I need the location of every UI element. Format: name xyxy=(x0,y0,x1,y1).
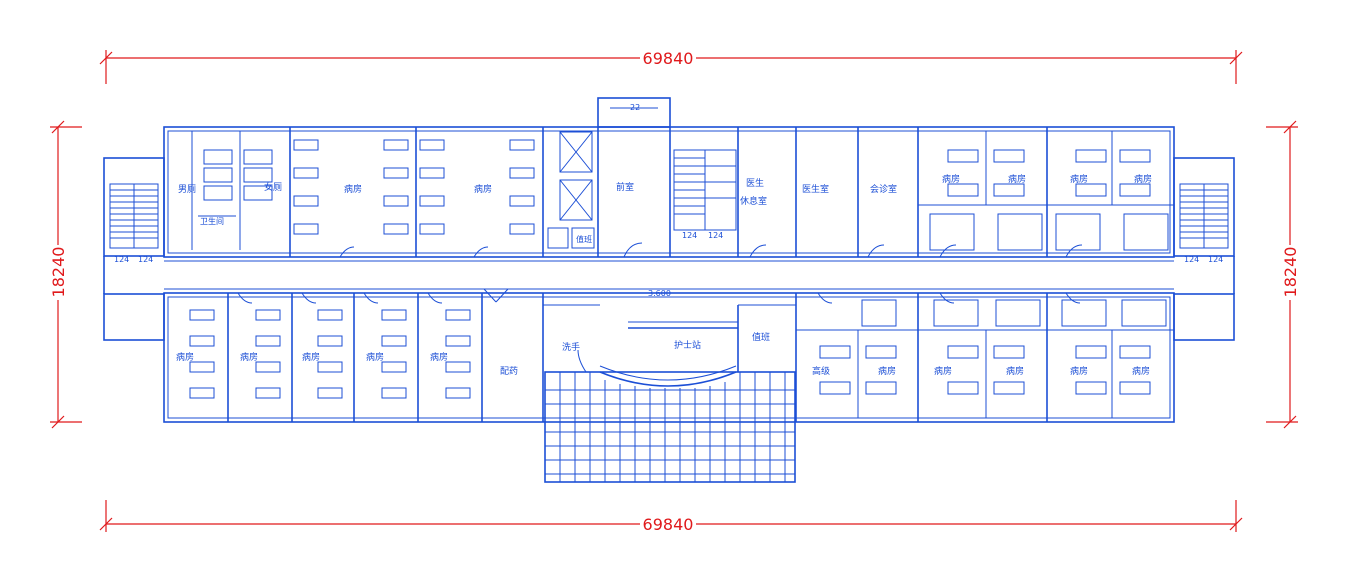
dimension-right: 18240 xyxy=(1266,120,1300,429)
room-label-ward-n4: 病房 xyxy=(1008,173,1026,185)
elevation-label: 3.600 xyxy=(648,289,671,298)
room-label-consult-room: 会诊室 xyxy=(870,183,897,195)
dimension-left: 18240 xyxy=(49,120,82,429)
beds-south-right xyxy=(819,345,1151,395)
stair-center-code-2: 124 xyxy=(708,231,723,240)
room-label-duty-tag: 值班 xyxy=(576,234,592,244)
room-label-doctor-rest-2: 休息室 xyxy=(740,195,767,207)
room-label-ward-s8: 病房 xyxy=(1006,365,1024,377)
north-partitions xyxy=(191,127,1174,257)
exterior-walls xyxy=(103,97,1235,423)
dimension-top-label: 69840 xyxy=(643,49,694,68)
elevators xyxy=(547,131,595,249)
stair-east-code-2: 124 xyxy=(1208,255,1223,264)
room-label-ward-s2: 病房 xyxy=(240,351,258,363)
stair-west-code-1: 124 xyxy=(114,255,129,264)
room-label-ward-s4: 病房 xyxy=(366,351,384,363)
room-label-ward-n3: 病房 xyxy=(942,173,960,185)
room-label-ward-n5: 病房 xyxy=(1070,173,1088,185)
room-label-ward-n6: 病房 xyxy=(1134,173,1152,185)
room-label-ward-s5: 病房 xyxy=(430,351,448,363)
room-label-ward-vip: 高级 xyxy=(812,365,830,377)
toilet-sign: 卫生间 xyxy=(200,216,224,226)
stair-west: 124 124 xyxy=(109,183,159,264)
room-label-disposal: 洗手 xyxy=(562,341,580,353)
stair-east-code-1: 124 xyxy=(1184,255,1199,264)
room-label-ward-s10: 病房 xyxy=(1132,365,1150,377)
room-label-ward-n2: 病房 xyxy=(474,183,492,195)
room-label-ward-s1: 病房 xyxy=(176,351,194,363)
beds-north-left xyxy=(293,139,535,235)
stair-east: 124 124 xyxy=(1179,183,1229,264)
entrance-paving-grid xyxy=(544,371,796,483)
room-label-toilet-men: 男厕 xyxy=(178,184,196,195)
room-label-ward-s9: 病房 xyxy=(1070,365,1088,377)
south-partitions xyxy=(227,293,1174,422)
dimension-right-label: 18240 xyxy=(1281,247,1300,298)
room-label-on-duty: 值班 xyxy=(752,331,770,343)
dimension-top: 69840 xyxy=(99,49,1243,84)
room-label-doctor-office: 医生室 xyxy=(802,183,829,195)
ramp-label: 22 xyxy=(630,103,640,112)
dimension-bottom-label: 69840 xyxy=(643,515,694,534)
room-label-ward-s7: 病房 xyxy=(934,365,952,377)
room-label-ward-s6: 病房 xyxy=(878,365,896,377)
ensuite-bathrooms xyxy=(861,213,1169,327)
dimension-bottom: 69840 xyxy=(99,500,1243,534)
room-label-doctor-rest-1: 医生 xyxy=(746,177,764,189)
beds-south-left xyxy=(189,309,471,399)
door-swings xyxy=(237,242,1083,373)
room-labels: 男厕 女厕 病房 病房 前室 值班 医生 休息室 医生室 会诊室 病房 病房 病… xyxy=(176,173,1152,377)
room-label-nurse-station: 护士站 xyxy=(674,339,701,351)
room-label-toilet-women: 女厕 xyxy=(264,181,282,193)
toilet-cubicles: 卫生间 xyxy=(198,149,273,226)
main-entrance-door xyxy=(483,288,509,303)
room-label-ward-n1: 病房 xyxy=(344,183,362,195)
dimension-left-label: 18240 xyxy=(49,247,68,298)
beds-north-right xyxy=(947,149,1151,197)
stair-center: 124 124 xyxy=(673,149,737,240)
stair-center-code-1: 124 xyxy=(682,231,697,240)
room-label-dispensary: 配药 xyxy=(500,366,518,377)
stair-west-code-2: 124 xyxy=(138,255,153,264)
room-label-front-room: 前室 xyxy=(616,181,634,193)
room-label-ward-s3: 病房 xyxy=(302,351,320,363)
porch-ramp: 22 xyxy=(610,103,658,112)
